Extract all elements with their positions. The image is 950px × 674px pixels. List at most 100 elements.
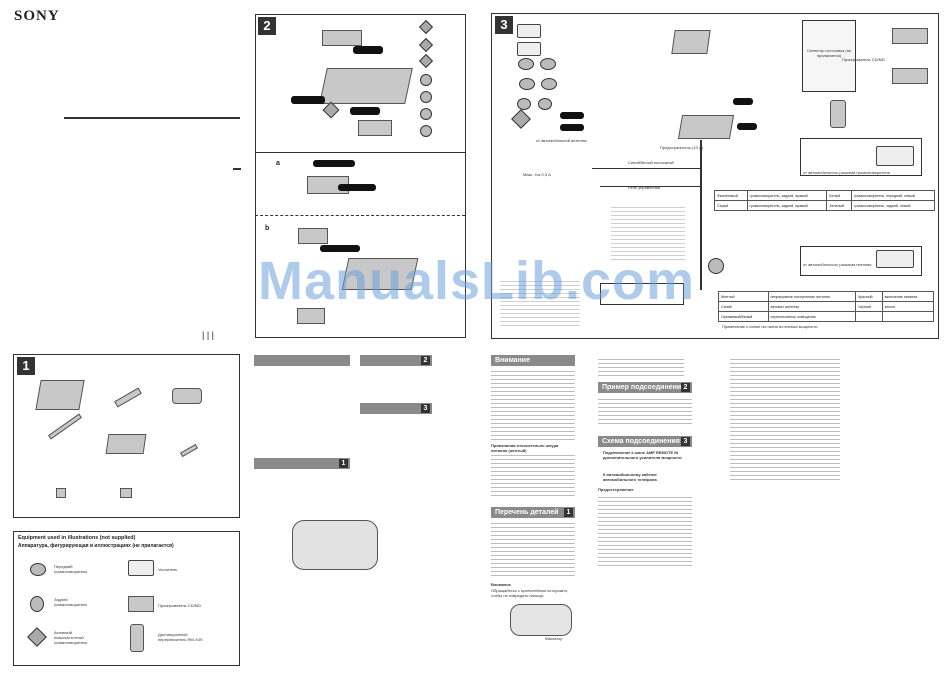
mid-header-3: 3 <box>360 403 432 414</box>
mid-header-3-badge: 3 <box>421 404 430 413</box>
amp-remote-tag-3 <box>733 98 753 105</box>
wire-desc: непрерывное поступление питания <box>767 291 857 302</box>
caution-header: Внимание <box>491 355 575 366</box>
rear-speaker-icon <box>30 596 44 612</box>
sub-label <box>350 107 380 115</box>
section2-sub-a: a <box>276 160 280 167</box>
section2-number: 2 <box>258 17 276 35</box>
precaution-title: Предостережение <box>598 487 634 492</box>
parts-header-badge: 1 <box>564 508 573 517</box>
bus-label-b <box>320 245 360 252</box>
power-label <box>291 96 325 104</box>
part-frame <box>35 380 85 410</box>
column2-top-text <box>598 356 684 378</box>
caution-small-text: Обращайтесь с кронштейном осторожно, что… <box>491 588 568 598</box>
caution-small: Внимание <box>491 582 511 587</box>
amp-connector-2 <box>517 42 541 56</box>
section2-divider <box>255 152 465 153</box>
wire-desc: громкоговоритель, задний, правый <box>746 190 828 201</box>
example-text <box>598 396 692 426</box>
hand-install-illustration <box>292 520 378 570</box>
sub-icon-2 <box>538 98 552 110</box>
amp-remote-label <box>353 46 383 54</box>
section3-panel <box>491 13 939 339</box>
wire-h2 <box>600 186 700 187</box>
notes-title: Примечания относительно шнура питания (ж… <box>491 443 575 453</box>
amplifier-icon <box>128 560 154 576</box>
cdmd-right-2 <box>892 68 928 84</box>
wire-desc: переключатель освещения <box>767 311 857 322</box>
speaker-icon-7 <box>420 125 432 137</box>
amp-remote-tag-1 <box>560 112 584 119</box>
diagram-header-text: Схема подсоединения <box>602 438 680 445</box>
head-unit-top <box>319 68 413 104</box>
wire-color: Фиолетовый <box>714 190 748 201</box>
power-wire-table: Желтый непрерывное поступление питания К… <box>718 291 935 322</box>
equipment-legend-box <box>13 531 240 666</box>
legend-item-3: Задний громкоговоритель <box>54 597 88 607</box>
remote-commander-icon <box>130 624 144 652</box>
wire-desc: включение питания <box>881 291 935 302</box>
cdmd-unit-c <box>297 308 325 324</box>
wire-desc: громкоговоритель, задний, правый <box>746 200 828 211</box>
wire-color: Зеленый <box>826 200 853 211</box>
wire-bundle <box>700 140 702 290</box>
front-speaker-2 <box>541 78 557 90</box>
car-speaker-connector-box <box>800 138 922 176</box>
amp-unit-a <box>322 30 362 46</box>
speaker-wire-table: Фиолетовый громкоговоритель, задний, пра… <box>714 190 935 211</box>
amp-remote-tag-2 <box>560 124 584 131</box>
section3-note-block-2 <box>500 278 580 328</box>
legend-title-ru: Аппаратура, фигурирующая в иллюстрациях … <box>18 543 174 549</box>
car-speaker-connector-label: от автомобильного разъема громкоговорите… <box>803 170 890 175</box>
front-speaker-icon <box>30 563 46 576</box>
head-unit-main <box>677 115 735 139</box>
control-label: Реле управления <box>628 185 661 190</box>
cover-tick-marks: | | | <box>202 330 215 340</box>
bus-cable-label <box>313 160 355 167</box>
wire-color: Красный <box>855 291 883 302</box>
power-note: Примечание к схеме пи-тания источника мо… <box>722 324 818 329</box>
legend-item-2: Усилитель <box>158 567 178 572</box>
section3-note-frame <box>600 283 684 305</box>
frame-label: Фиксатор <box>545 636 563 641</box>
part-cable <box>172 388 202 404</box>
parts-header-text: Перечень деталей <box>495 509 559 516</box>
mid-header-4-badge: 1 <box>339 459 348 468</box>
power-plug <box>876 250 914 268</box>
parts-text <box>491 520 575 578</box>
section2-sub-b: b <box>265 225 270 232</box>
part-screw <box>120 488 132 498</box>
brand-logo: SONY <box>14 8 60 24</box>
wire-color: Черный <box>855 301 883 312</box>
speaker-icon-5 <box>420 91 432 103</box>
legend-item-5: Активный низкочастотный громкоговоритель <box>54 630 88 645</box>
amp-unit-b <box>358 120 392 136</box>
speaker-plug <box>876 146 914 166</box>
bus-cable-label-2 <box>338 184 376 191</box>
cdmd-right-1 <box>892 28 928 44</box>
rear-speaker-2 <box>540 58 556 70</box>
mid-header-1 <box>254 355 350 366</box>
part-nut <box>56 488 66 498</box>
diagram-header-badge: 3 <box>681 437 690 446</box>
speaker-icon-4 <box>420 74 432 86</box>
section3-note-block-1 <box>611 204 685 260</box>
cover-dash <box>233 168 241 170</box>
section1-number: 1 <box>17 357 35 375</box>
front-speaker-1 <box>519 78 535 90</box>
watermark: ManualsLib.com <box>258 251 696 311</box>
phone-title: К автомобильному кабелю автомобильного т… <box>603 472 657 482</box>
wire-desc: автомат антенны <box>767 301 857 312</box>
remote-switch-device <box>830 100 846 128</box>
wire-h1 <box>592 168 700 169</box>
source-selector-label: Селектор источника (не прилагается) <box>806 48 852 58</box>
section3-number: 3 <box>495 16 513 34</box>
remote-title: Подключение к шине AMP REMOTE IN дополни… <box>603 450 682 460</box>
relay-icon <box>708 258 724 274</box>
hand-frame-illustration <box>510 604 572 636</box>
cd-player-unit <box>671 30 711 54</box>
caution-text <box>491 368 575 496</box>
legend-title-en: Equipment used in illustrations (not sup… <box>18 535 136 541</box>
